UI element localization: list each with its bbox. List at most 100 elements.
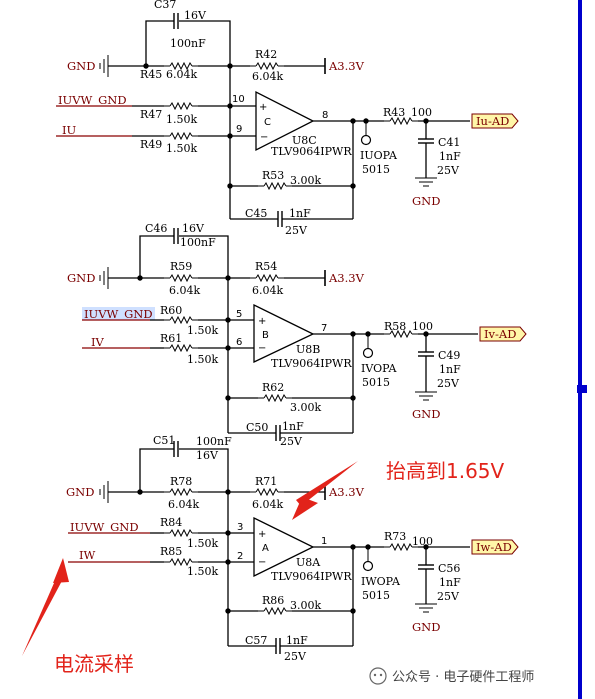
- c46-voltage: 16V: [182, 222, 205, 235]
- r71-value: 6.04k: [252, 498, 283, 511]
- iwopa-testpoint: [362, 546, 374, 572]
- svg-text:+: +: [258, 529, 266, 540]
- c41-voltage: 25V: [437, 164, 460, 177]
- r47-value: 1.50k: [166, 113, 197, 126]
- a33-u-label: A3.3V: [328, 59, 365, 73]
- raise-annotation-text: 抬高到1.65V: [386, 459, 505, 483]
- svg-text:+: +: [259, 102, 267, 113]
- watermark: 公众号 · 电子硬件工程师: [369, 667, 534, 685]
- gnd-v-out-label: GND: [412, 407, 440, 421]
- iuvw-gnd-w-label: IUVW_GND: [70, 520, 139, 534]
- c37-value: 100nF: [170, 37, 206, 50]
- stage-u-circuit: C37 16V 100nF GND A3.3V R45 6.04k R42 6.…: [56, 0, 519, 237]
- iv-ad-port: [479, 326, 527, 342]
- sampling-annotation: 电流采样: [22, 558, 134, 676]
- gnd-w-out-label: GND: [412, 620, 440, 634]
- c57-ref: C57: [245, 634, 267, 647]
- c49-voltage: 25V: [437, 377, 460, 390]
- c46-ref: C46: [145, 222, 167, 235]
- gnd-v-out-symbol: [414, 391, 438, 401]
- sampling-annotation-text: 电流采样: [54, 652, 134, 676]
- c51-voltage: 16V: [196, 449, 219, 462]
- gnd-w-symbol: [99, 480, 109, 504]
- iv-label: IV: [91, 335, 105, 349]
- r78-value: 6.04k: [168, 498, 199, 511]
- u8b-unit-letter: B: [262, 330, 269, 341]
- gnd-v-symbol: [99, 266, 109, 290]
- r86-resistor: [257, 607, 293, 615]
- u8a-pin-a: 3: [237, 522, 243, 533]
- r71-ref: R71: [255, 475, 277, 488]
- r61-ref: R61: [160, 332, 182, 345]
- u8a-opamp-triangle: [253, 516, 315, 578]
- c45-ref: C45: [245, 207, 267, 220]
- iwopa-ref: IWOPA: [361, 575, 401, 588]
- r43-value: 100: [411, 106, 432, 119]
- r85-ref: R85: [160, 545, 182, 558]
- raise-annotation: 抬高到1.65V: [292, 459, 505, 520]
- r47-resistor: [163, 102, 199, 110]
- u8b-pin-out: 7: [321, 323, 327, 334]
- u8c-ref: U8C: [292, 134, 317, 147]
- iu-ad-port: [471, 113, 519, 129]
- r84-ref: R84: [160, 516, 182, 529]
- c57-capacitor: [275, 637, 281, 655]
- watermark-text: 公众号 · 电子硬件工程师: [392, 670, 534, 685]
- r53-ref: R53: [262, 169, 284, 182]
- r43-ref: R43: [383, 106, 405, 119]
- r58-value: 100: [412, 320, 433, 333]
- r45-ref: R45: [140, 68, 162, 81]
- u8b-pin-a: 5: [236, 309, 242, 320]
- svg-text:−: −: [258, 557, 266, 568]
- r86-ref: R86: [262, 594, 284, 607]
- r42-value: 6.04k: [252, 70, 283, 83]
- c50-ref: C50: [246, 421, 268, 434]
- svg-text:−: −: [258, 343, 266, 354]
- c49-ref: C49: [438, 349, 460, 362]
- r71-resistor: [249, 488, 285, 496]
- u8a-unit-letter: A: [262, 543, 269, 554]
- r42-ref: R42: [255, 48, 277, 61]
- r59-resistor: [163, 274, 199, 282]
- r78-resistor: [163, 488, 199, 496]
- iw-ad-port: [471, 539, 519, 555]
- r62-resistor: [257, 394, 293, 402]
- ivopa-testpoint: [362, 333, 374, 359]
- r62-value: 3.00k: [290, 401, 321, 414]
- u8a-part: TLV9064IPWR: [271, 570, 352, 583]
- gnd-u-out-symbol: [414, 177, 438, 187]
- r54-resistor: [249, 274, 285, 282]
- r60-resistor: [163, 316, 199, 324]
- iw-ad-label: Iw-AD: [476, 540, 512, 554]
- c41-ref: C41: [438, 136, 460, 149]
- u8c-unit-letter: C: [264, 117, 271, 128]
- r54-value: 6.04k: [252, 284, 283, 297]
- iuvw-gnd-v-label: IUVW_GND: [84, 307, 153, 321]
- u8a-pin-out: 1: [321, 536, 327, 547]
- svg-text:−: −: [260, 132, 268, 143]
- c50-value: 1nF: [282, 420, 304, 433]
- r73-value: 100: [412, 535, 433, 548]
- r42-resistor: [249, 62, 285, 70]
- iuopa-ref: IUOPA: [360, 149, 398, 162]
- r84-resistor: [163, 529, 199, 537]
- u8c-part: TLV9064IPWR: [271, 145, 352, 158]
- a33-w-label: A3.3V: [328, 485, 365, 499]
- iu-label: IU: [62, 123, 77, 137]
- gnd-u-out-label: GND: [412, 194, 440, 208]
- r45-value: 6.04k: [166, 68, 197, 81]
- r58-ref: R58: [384, 320, 406, 333]
- r61-resistor: [163, 344, 199, 352]
- u8c-opamp-triangle: [255, 90, 315, 152]
- r61-value: 1.50k: [187, 353, 218, 366]
- u8b-pin-b: 6: [236, 337, 242, 348]
- r59-ref: R59: [170, 260, 192, 273]
- r49-value: 1.50k: [166, 142, 197, 155]
- ivopa-value: 5015: [362, 376, 390, 389]
- c57-value: 1nF: [286, 634, 308, 647]
- c37-voltage: 16V: [184, 9, 207, 22]
- u8c-pin-b: 9: [236, 124, 242, 135]
- u8c-pin-a: 10: [232, 94, 245, 105]
- r49-resistor: [163, 132, 199, 140]
